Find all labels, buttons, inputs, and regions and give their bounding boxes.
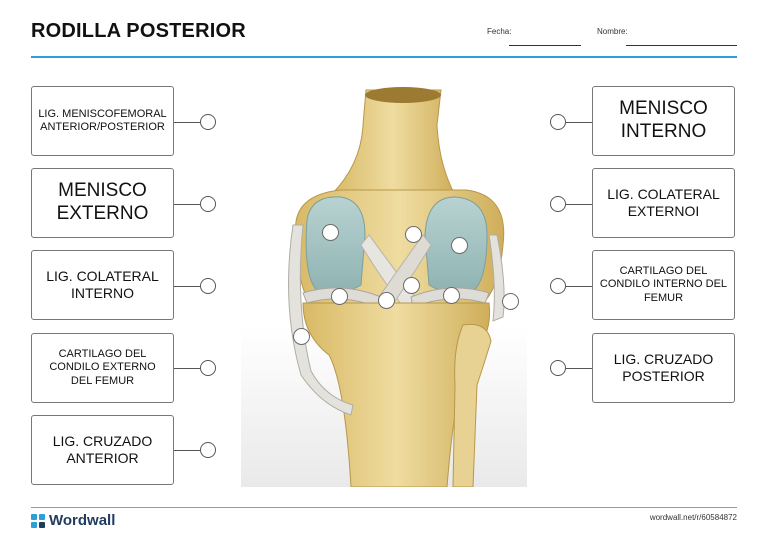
label-text: LIG. COLATERAL EXTERNOI [607,186,720,219]
connector-line [566,286,592,287]
label-text: LIG. COLATERAL INTERNO [46,268,159,301]
label-text: LIG. CRUZADO POSTERIOR [613,351,714,384]
drop-target-dot[interactable] [550,196,566,212]
drop-target-dot[interactable] [200,196,216,212]
illustration-drop-dot[interactable] [405,226,422,243]
footer-logo[interactable]: Wordwall [31,512,115,529]
label-box[interactable]: LIG. COLATERAL EXTERNOI [592,168,735,238]
fecha-label: Fecha: [487,27,512,36]
wordwall-logo-icon [31,513,45,528]
drop-target-dot[interactable] [200,278,216,294]
drop-target-dot[interactable] [550,360,566,376]
illustration-drop-dot[interactable] [378,292,395,309]
connector-line [566,368,592,369]
label-box[interactable]: LIG. CRUZADO ANTERIOR [31,415,174,485]
label-text: CARTILAGO DEL CONDILO EXTERNO DEL FEMUR [49,348,156,387]
brand-name: Wordwall [49,512,116,529]
label-text: MENISCO INTERNO [619,98,708,142]
label-box[interactable]: CARTILAGO DEL CONDILO INTERNO DEL FEMUR [592,250,735,320]
label-box[interactable]: LIG. COLATERAL INTERNO [31,250,174,320]
illustration-drop-dot[interactable] [502,293,519,310]
label-box[interactable]: MENISCO EXTERNO [31,168,174,238]
illustration-drop-dot[interactable] [403,277,420,294]
drop-target-dot[interactable] [200,442,216,458]
label-text: CARTILAGO DEL CONDILO INTERNO DEL FEMUR [599,265,728,304]
illustration-drop-dot[interactable] [451,237,468,254]
drop-target-dot[interactable] [550,114,566,130]
fecha-input-line[interactable] [509,45,581,46]
label-box[interactable]: CARTILAGO DEL CONDILO EXTERNO DEL FEMUR [31,333,174,403]
drop-target-dot[interactable] [200,114,216,130]
illustration-drop-dot[interactable] [293,328,310,345]
lateral-collateral-ligament [488,234,505,322]
label-text: LIG. CRUZADO ANTERIOR [52,433,153,466]
label-box[interactable]: LIG. CRUZADO POSTERIOR [592,333,735,403]
label-box[interactable]: MENISCO INTERNO [592,86,735,156]
connector-line [566,204,592,205]
footer-divider [31,507,737,508]
connector-line [174,122,200,123]
connector-line [174,204,200,205]
page-title: RODILLA POSTERIOR [31,20,246,42]
label-text: LIG. MENISCOFEMORAL ANTERIOR/POSTERIOR [38,107,167,133]
connector-line [174,450,200,451]
lateral-condyle-cartilage [305,196,366,294]
connector-line [174,286,200,287]
label-text: MENISCO EXTERNO [56,180,149,224]
illustration-drop-dot[interactable] [322,224,339,241]
medial-collateral-ligament [288,224,354,416]
drop-target-dot[interactable] [200,360,216,376]
fibula [452,323,492,487]
connector-line [174,368,200,369]
illustration-drop-dot[interactable] [443,287,460,304]
label-box[interactable]: LIG. MENISCOFEMORAL ANTERIOR/POSTERIOR [31,86,174,156]
footer-url[interactable]: wordwall.net/r/60584872 [649,513,737,522]
femur-marrow [365,87,441,103]
nombre-label: Nombre: [597,27,628,36]
header-divider [31,56,737,58]
drop-target-dot[interactable] [550,278,566,294]
knee-illustration [241,85,527,487]
illustration-drop-dot[interactable] [331,288,348,305]
nombre-input-line[interactable] [626,45,737,46]
connector-line [566,122,592,123]
